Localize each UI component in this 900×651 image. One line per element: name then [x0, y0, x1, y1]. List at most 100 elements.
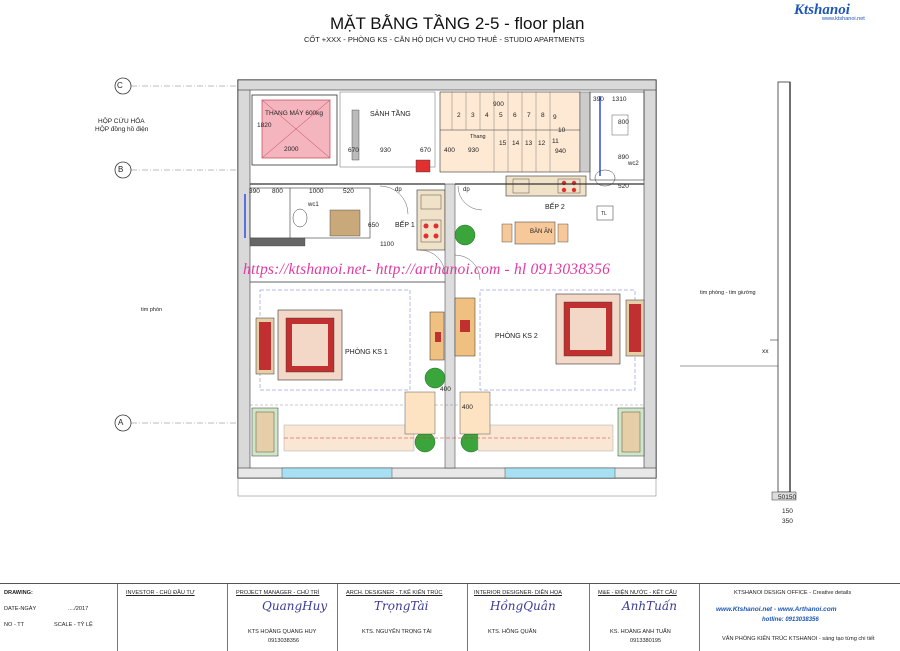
dim-150: 150: [782, 508, 793, 515]
floor-plan: [114, 77, 797, 501]
stair-step: 15: [499, 140, 507, 147]
bedroom-1: [255, 289, 445, 391]
dim-1310: 1310: [612, 96, 627, 103]
elevator: [251, 94, 338, 166]
tb-investor-cell: INVESTOR - CHỦ ĐẦU TƯ: [118, 584, 228, 651]
tb-me-title: M&E - ĐIỆN NƯỚC - KẾT CẤU: [598, 590, 677, 596]
grid-axis-b: [114, 161, 236, 179]
bedroom-1-label: PHÒNG KS 1: [345, 349, 388, 356]
tb-me-phone: 0913380195: [630, 638, 662, 644]
stair-label: Thang: [470, 134, 486, 140]
kitchen-1: [416, 189, 446, 251]
drawing-subtitle: CỐT +XXX - PHÒNG KS - CĂN HỘ DỊCH VỤ CHO…: [304, 35, 585, 44]
dim-940: 940: [555, 148, 566, 155]
title-block: DRAWING: DATE-NGÀY ..../2017 NO - TT SCA…: [0, 583, 900, 651]
grid-axis-a: [114, 414, 236, 432]
tb-office-cell: KTSHANOI DESIGN OFFICE - Creative detail…: [700, 584, 900, 651]
wc2: [589, 91, 645, 187]
dim-670b: 670: [420, 147, 431, 154]
tb-interior-title: INTERIOR DESIGNER- DIỄN HỌA: [474, 590, 562, 596]
dim-390a: 390: [593, 96, 604, 103]
bedroom-2-label: PHÒNG KS 2: [495, 333, 538, 340]
tb-date-label: DATE-NGÀY: [4, 606, 37, 612]
tb-me-name: KS. HOÀNG ANH TUẤN: [610, 629, 671, 635]
dim-50150: 50150: [778, 494, 797, 501]
dim-2000: 2000: [284, 146, 299, 153]
hall-column: [351, 109, 360, 161]
doors: [379, 185, 483, 281]
elevator-label: THANG MÁY 600kg: [265, 110, 324, 117]
grid-label-c: C: [117, 81, 123, 90]
stair-step: 12: [538, 140, 546, 147]
wc1: [244, 187, 371, 247]
staircase: [439, 91, 591, 173]
grid-label-b: B: [118, 165, 124, 174]
stair-step: 7: [527, 112, 531, 119]
drawing-title: MẶT BẰNG TẦNG 2-5 - floor plan: [330, 14, 585, 33]
fridge-label: TL: [601, 211, 607, 217]
stair-step: 10: [558, 127, 566, 134]
wc2-label: wc2: [628, 161, 639, 167]
tb-office-footer: VĂN PHÒNG KIẾN TRÚC KTSHANOI - sáng tạo …: [722, 636, 875, 642]
hall-label: SẢNH TẦNG: [370, 111, 411, 118]
dining-table: [501, 221, 569, 245]
tb-interior-cell: INTERIOR DESIGNER- DIỄN HỌA HồngQuân KTS…: [468, 584, 590, 651]
outer-walls: [237, 79, 657, 497]
logo-url: www.ktshanoi.net: [822, 16, 865, 22]
dim-1000: 1000: [309, 188, 324, 195]
plant-pots: [414, 224, 482, 453]
fire-box: [415, 159, 431, 173]
tb-office-hotline: hotline: 0913038356: [762, 617, 819, 623]
grid-axis-c: [114, 77, 236, 95]
tb-interior-signature: HồngQuân: [490, 599, 556, 613]
duct-2-label: dp: [463, 187, 470, 193]
kitchen-2-label: BẾP 2: [545, 204, 565, 211]
dim-520b: 520: [343, 188, 354, 195]
stair-step: 3: [471, 112, 475, 119]
tb-date-value: ..../2017: [68, 606, 89, 612]
tb-drawing-cell: DRAWING: DATE-NGÀY ..../2017 NO - TT SCA…: [0, 584, 118, 651]
dim-400b: 400: [440, 386, 451, 393]
tb-pm-signature: QuangHuy: [262, 599, 328, 613]
fire-box-label: HỘP CỨU HỎA: [98, 118, 145, 125]
dim-1820: 1820: [257, 122, 272, 129]
dim-800b: 800: [272, 188, 283, 195]
bedroom-2: [454, 289, 645, 391]
dim-400c: 400: [462, 404, 473, 411]
dim-650: 650: [368, 222, 379, 229]
tb-arch-name: KTS. NGUYỄN TRỌNG TÀI: [362, 629, 432, 635]
dim-930b: 930: [468, 147, 479, 154]
dining-label: BÀN ĂN: [530, 229, 553, 235]
kitchen-1-label: BẾP 1: [395, 222, 415, 229]
facade-windows: [281, 467, 616, 479]
tb-me-signature: AnhTuấn: [622, 599, 677, 613]
stair-step: 13: [525, 140, 533, 147]
dim-900: 900: [493, 101, 504, 108]
tb-arch-title: ARCH. DESIGNER - T.KẾ KIẾN TRÚC: [346, 590, 443, 596]
dim-xx: xx: [762, 348, 769, 355]
dim-890: 890: [618, 154, 629, 161]
dim-400: 400: [444, 147, 455, 154]
tb-me-cell: M&E - ĐIỆN NƯỚC - KẾT CẤU AnhTuấn KS. HO…: [590, 584, 700, 651]
tb-arch-signature: TrọngTài: [374, 599, 429, 613]
hall-area: [339, 91, 436, 168]
tb-office-links[interactable]: www.Ktshanoi.net - www.Arthanoi.com: [716, 606, 837, 613]
kitchen-2: [505, 175, 614, 221]
balcony-furniture: [251, 391, 645, 457]
wc1-label: wc1: [308, 202, 319, 208]
tb-drawing-label: DRAWING:: [4, 590, 33, 596]
tb-pm-cell: PROJECT MANAGER - CHỦ TRÌ QuangHuy KTS H…: [228, 584, 338, 651]
tb-investor-title: INVESTOR - CHỦ ĐẦU TƯ: [126, 590, 195, 596]
tb-pm-name: KTS HOÀNG QUANG HUY: [248, 629, 317, 635]
meter-box-label: HỘP đồng hồ điện: [95, 126, 149, 133]
stair-step: 11: [552, 138, 559, 145]
tb-pm-title: PROJECT MANAGER - CHỦ TRÌ: [236, 590, 320, 596]
dim-1100: 1100: [380, 241, 394, 248]
duct-1-label: dp: [395, 187, 402, 193]
tb-interior-name: KTS. HỒNG QUÂN: [488, 629, 537, 635]
room-axis-label-right: tim phòng - tim giường: [700, 290, 756, 296]
tb-scale-label: SCALE - TỶ LỆ: [54, 622, 93, 628]
stair-step: 4: [485, 112, 489, 119]
stair-step: 6: [513, 112, 517, 119]
tb-no-label: NO - TT: [4, 622, 25, 628]
